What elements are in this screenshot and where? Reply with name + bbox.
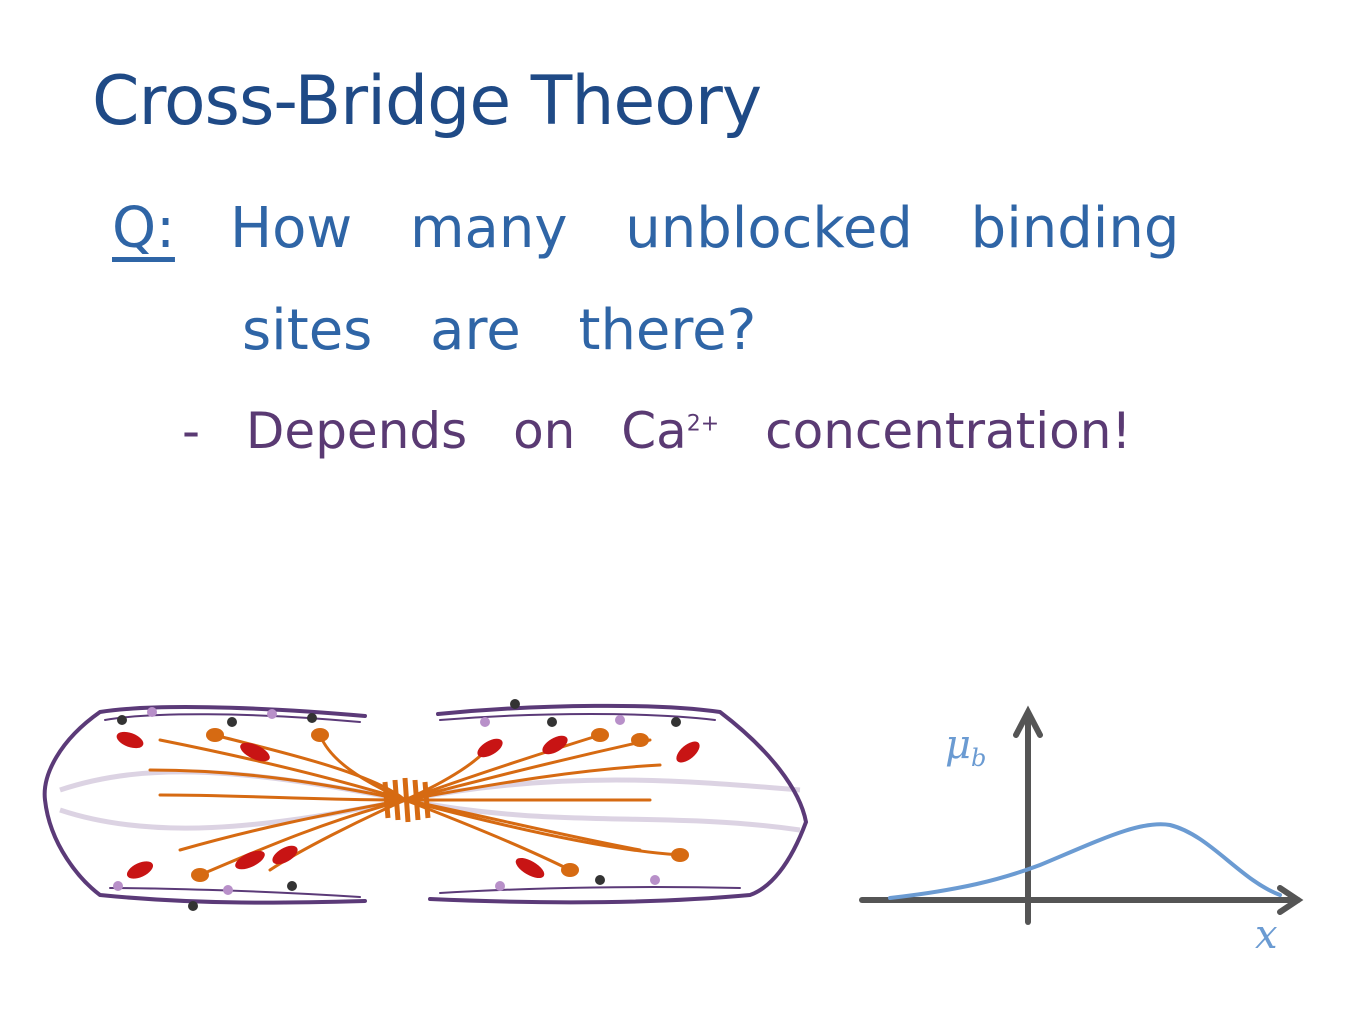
- x-axis-label: x: [1255, 912, 1278, 958]
- y-axis-label-mu: μ: [945, 722, 971, 768]
- myosin-heads-red: [116, 731, 700, 879]
- y-axis-label: μb: [945, 722, 986, 772]
- y-axis-label-sub: b: [971, 744, 986, 772]
- binding-site-dots: [113, 699, 681, 911]
- question-line-2: sites are there?: [242, 298, 757, 363]
- answer-prefix: - Depends on Ca: [182, 402, 687, 460]
- question-line-1: How many unblocked binding: [230, 196, 1180, 261]
- myosin-filaments: [148, 733, 682, 877]
- y-axis-arrow: [1013, 705, 1043, 738]
- answer-line: - Depends on Ca2+ concentration!: [182, 402, 1131, 460]
- myosin-heads-orange: [191, 728, 689, 882]
- m-line-bundle: [382, 777, 431, 823]
- calcium-charge: 2+: [686, 411, 720, 437]
- slide-title: Cross-Bridge Theory: [92, 62, 762, 141]
- mu-b-curve: [888, 822, 1282, 900]
- answer-suffix: concentration!: [719, 402, 1132, 460]
- x-axis-arrow: [1277, 885, 1304, 915]
- question-label: Q:: [112, 196, 175, 261]
